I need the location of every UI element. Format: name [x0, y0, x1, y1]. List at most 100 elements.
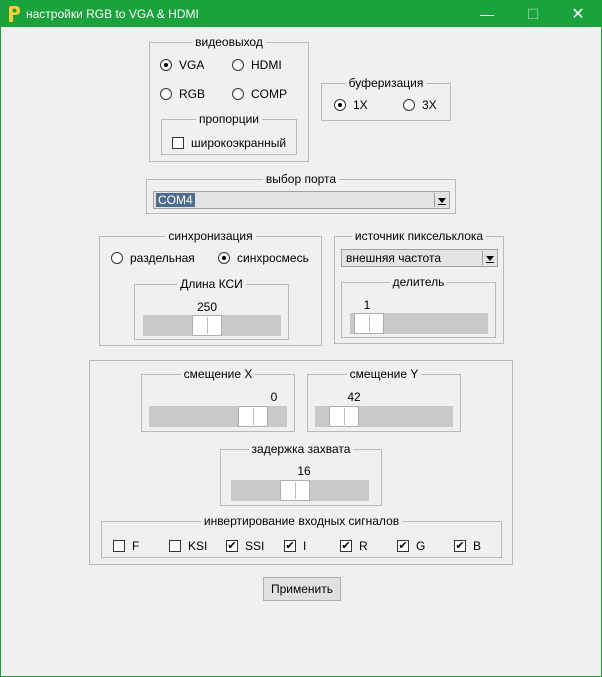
offset-y-slider-thumb[interactable]	[329, 406, 359, 427]
offset-y-value: 42	[347, 390, 361, 404]
invert-checkbox-i-label: I	[303, 539, 307, 553]
invert-checkbox-r-box: ✔	[340, 540, 352, 552]
close-button[interactable]: ✕	[555, 1, 601, 27]
invert-checkbox-r-label: R	[359, 539, 368, 553]
invert-checkbox-f-box	[113, 540, 125, 552]
radio-vga[interactable]: VGA	[160, 58, 204, 72]
invert-checkbox-b[interactable]: ✔ B	[454, 539, 481, 553]
sync-group: синхронизация раздельная синхросмесь Дли…	[99, 229, 322, 346]
radio-sync-separate[interactable]: раздельная	[111, 251, 195, 265]
maximize-button[interactable]: ☐	[510, 1, 556, 27]
invert-signals-title: инвертирование входных сигналов	[200, 514, 403, 528]
app-logo-icon	[9, 6, 20, 22]
buffering-group: буферизация 1X 3X	[321, 76, 451, 121]
invert-checkbox-f[interactable]: F	[113, 539, 139, 553]
ksi-length-slider-thumb[interactable]	[192, 315, 222, 336]
port-group: выбор порта COM4	[146, 172, 456, 214]
port-title: выбор порта	[262, 172, 340, 186]
invert-checkbox-ssi-box: ✔	[226, 540, 238, 552]
window-title: настройки RGB to VGA & HDMI	[26, 7, 199, 21]
videoout-group: видеовыход VGA HDMI RGB COMP пропорции ш…	[149, 35, 309, 162]
offset-y-slider[interactable]	[315, 406, 453, 427]
radio-buffer-3x-indicator	[403, 99, 415, 111]
radio-sync-composite[interactable]: синхросмесь	[218, 251, 309, 265]
ksi-length-value: 250	[196, 300, 218, 314]
radio-comp-label: COMP	[251, 87, 287, 101]
invert-checkbox-f-label: F	[132, 539, 140, 553]
port-select[interactable]: COM4	[153, 191, 450, 209]
offset-x-title: смещение X	[180, 367, 256, 381]
invert-checkbox-g-box: ✔	[397, 540, 409, 552]
invert-checkbox-i-box: ✔	[284, 540, 296, 552]
divider-group: делитель 1	[341, 275, 496, 338]
capture-delay-title: задержка захвата	[248, 442, 354, 456]
capture-delay-group: задержка захвата 16	[220, 442, 382, 506]
invert-checkbox-g-label: G	[416, 539, 426, 553]
offset-x-slider-thumb[interactable]	[238, 406, 268, 427]
invert-checkbox-r[interactable]: ✔ R	[340, 539, 368, 553]
radio-buffer-3x[interactable]: 3X	[403, 98, 437, 112]
radio-sync-composite-label: синхросмесь	[237, 251, 309, 265]
title-bar[interactable]: настройки RGB to VGA & HDMI — ☐ ✕	[1, 1, 601, 27]
capture-delay-slider-thumb[interactable]	[280, 480, 310, 501]
radio-sync-separate-label: раздельная	[130, 251, 195, 265]
divider-slider-thumb[interactable]	[354, 313, 384, 334]
minimize-icon: —	[480, 6, 494, 22]
widescreen-label: широкоэкранный	[191, 136, 287, 150]
apply-button[interactable]: Применить	[263, 577, 341, 601]
invert-checkbox-ssi-label: SSI	[245, 539, 265, 553]
radio-sync-separate-indicator	[111, 252, 123, 264]
invert-checkbox-ksi-box	[169, 540, 181, 552]
radio-comp[interactable]: COMP	[232, 87, 287, 101]
ksi-length-group: Длина КСИ 250	[134, 277, 289, 340]
port-select-value: COM4	[156, 193, 195, 207]
radio-buffer-1x-indicator	[334, 99, 346, 111]
proportions-title: пропорции	[196, 112, 262, 126]
maximize-icon: ☐	[526, 5, 540, 22]
radio-hdmi[interactable]: HDMI	[232, 58, 282, 72]
radio-vga-indicator	[160, 59, 172, 71]
pixelclock-select[interactable]: внешняя частота	[341, 249, 498, 267]
sync-title: синхронизация	[165, 229, 256, 243]
divider-slider[interactable]	[350, 313, 488, 334]
offset-x-group: смещение X 0	[141, 367, 295, 432]
capture-delay-value: 16	[297, 464, 311, 478]
minimize-button[interactable]: —	[464, 1, 510, 27]
invert-checkbox-g[interactable]: ✔ G	[397, 539, 425, 553]
offset-y-title: смещение Y	[346, 367, 422, 381]
proportions-group: пропорции широкоэкранный	[161, 112, 297, 155]
offset-y-group: смещение Y 42	[307, 367, 461, 432]
pixelclock-title: источник пиксельклока	[351, 229, 487, 243]
radio-vga-label: VGA	[179, 58, 205, 72]
videoout-title: видеовыход	[192, 35, 266, 49]
pixelclock-select-value: внешняя частота	[346, 251, 441, 265]
radio-comp-indicator	[232, 88, 244, 100]
close-icon: ✕	[571, 6, 585, 23]
radio-hdmi-indicator	[232, 59, 244, 71]
buffering-title: буферизация	[345, 76, 427, 90]
chevron-down-icon[interactable]	[434, 193, 448, 207]
capture-delay-slider[interactable]	[231, 480, 369, 501]
radio-buffer-3x-label: 3X	[422, 98, 437, 112]
invert-signals-group: инвертирование входных сигналов F KSI ✔ …	[101, 514, 502, 558]
widescreen-checkbox-box	[172, 137, 184, 149]
radio-sync-composite-indicator	[218, 252, 230, 264]
invert-checkbox-b-box: ✔	[454, 540, 466, 552]
radio-buffer-1x[interactable]: 1X	[334, 98, 368, 112]
radio-rgb[interactable]: RGB	[160, 87, 205, 101]
offsets-group: смещение X 0 смещение Y 42 задержка захв…	[89, 360, 513, 565]
chevron-down-icon[interactable]	[482, 251, 496, 265]
invert-checkbox-ssi[interactable]: ✔ SSI	[226, 539, 264, 553]
divider-title: делитель	[389, 275, 448, 289]
offset-x-slider[interactable]	[149, 406, 287, 427]
offset-x-value: 0	[270, 390, 278, 404]
ksi-length-slider[interactable]	[143, 315, 281, 336]
invert-checkbox-ksi[interactable]: KSI	[169, 539, 207, 553]
widescreen-checkbox[interactable]: широкоэкранный	[172, 136, 286, 150]
invert-checkbox-i[interactable]: ✔ I	[284, 539, 306, 553]
ksi-length-title: Длина КСИ	[177, 277, 246, 291]
radio-rgb-label: RGB	[179, 87, 206, 101]
invert-checkbox-b-label: B	[473, 539, 482, 553]
radio-buffer-1x-label: 1X	[353, 98, 368, 112]
